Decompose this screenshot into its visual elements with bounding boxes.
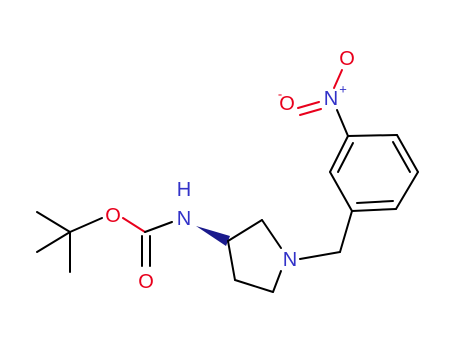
atom-carbonyl-oxygen: O — [138, 271, 154, 293]
benzene-bond-5-inner — [337, 142, 354, 173]
bond-ch2-ring — [339, 210, 353, 253]
bond-nitro-o-left-2 — [299, 108, 322, 116]
benzene-bond-5 — [329, 135, 349, 173]
bond-quaternary-o — [69, 217, 103, 233]
bond-o-carbonyl — [122, 217, 146, 233]
stereo-wedge-bond — [196, 226, 230, 246]
bond-methyl-top — [36, 211, 71, 233]
atom-ring-nitrogen: N — [283, 249, 297, 271]
ring-bond-n-c5 — [272, 270, 282, 293]
bond-nitro-o-left-1 — [297, 101, 320, 109]
benzene-bond-6 — [329, 171, 353, 212]
tert-butyl-group — [36, 211, 103, 273]
bond-methyl-left — [36, 231, 71, 253]
benzene-bond-2 — [395, 171, 419, 210]
atom-carbamate-nitrogen: N — [177, 208, 191, 230]
atom-carbamate-oxygen: O — [105, 205, 121, 227]
atom-carbamate-hydrogen: H — [177, 179, 191, 201]
ring-bond-c4-c3 — [227, 240, 236, 281]
ring-bond-c3-c2 — [227, 219, 263, 242]
atom-nitro-oxygen-top: O — [339, 48, 355, 70]
benzene-bond-1 — [351, 208, 397, 212]
benzene-ring — [329, 134, 419, 212]
atom-nitro-nitrogen: N — [324, 88, 338, 110]
benzyl-linker — [299, 210, 353, 260]
benzene-bond-3-inner — [392, 141, 411, 173]
bond-ring-nitro-n — [336, 109, 349, 137]
benzene-bond-3 — [396, 134, 419, 173]
atom-nitro-oxygen-left: O — [279, 93, 295, 115]
nitro-negative-charge: - — [278, 87, 282, 102]
pyrrolidine-ring — [227, 219, 282, 293]
ring-bond-c5-c4 — [234, 279, 274, 293]
benzene-bond-4 — [347, 134, 398, 137]
nitro-group — [297, 69, 349, 137]
carbamate-group — [122, 217, 173, 267]
bond-carbonyl-n — [144, 221, 173, 233]
bond-nitro-o-top — [333, 69, 343, 89]
ring-bond-c2-n — [261, 219, 282, 249]
bond-n-ch2 — [299, 251, 341, 260]
nitro-positive-charge: + — [339, 82, 347, 97]
benzene-bond-1-inner — [356, 200, 394, 204]
